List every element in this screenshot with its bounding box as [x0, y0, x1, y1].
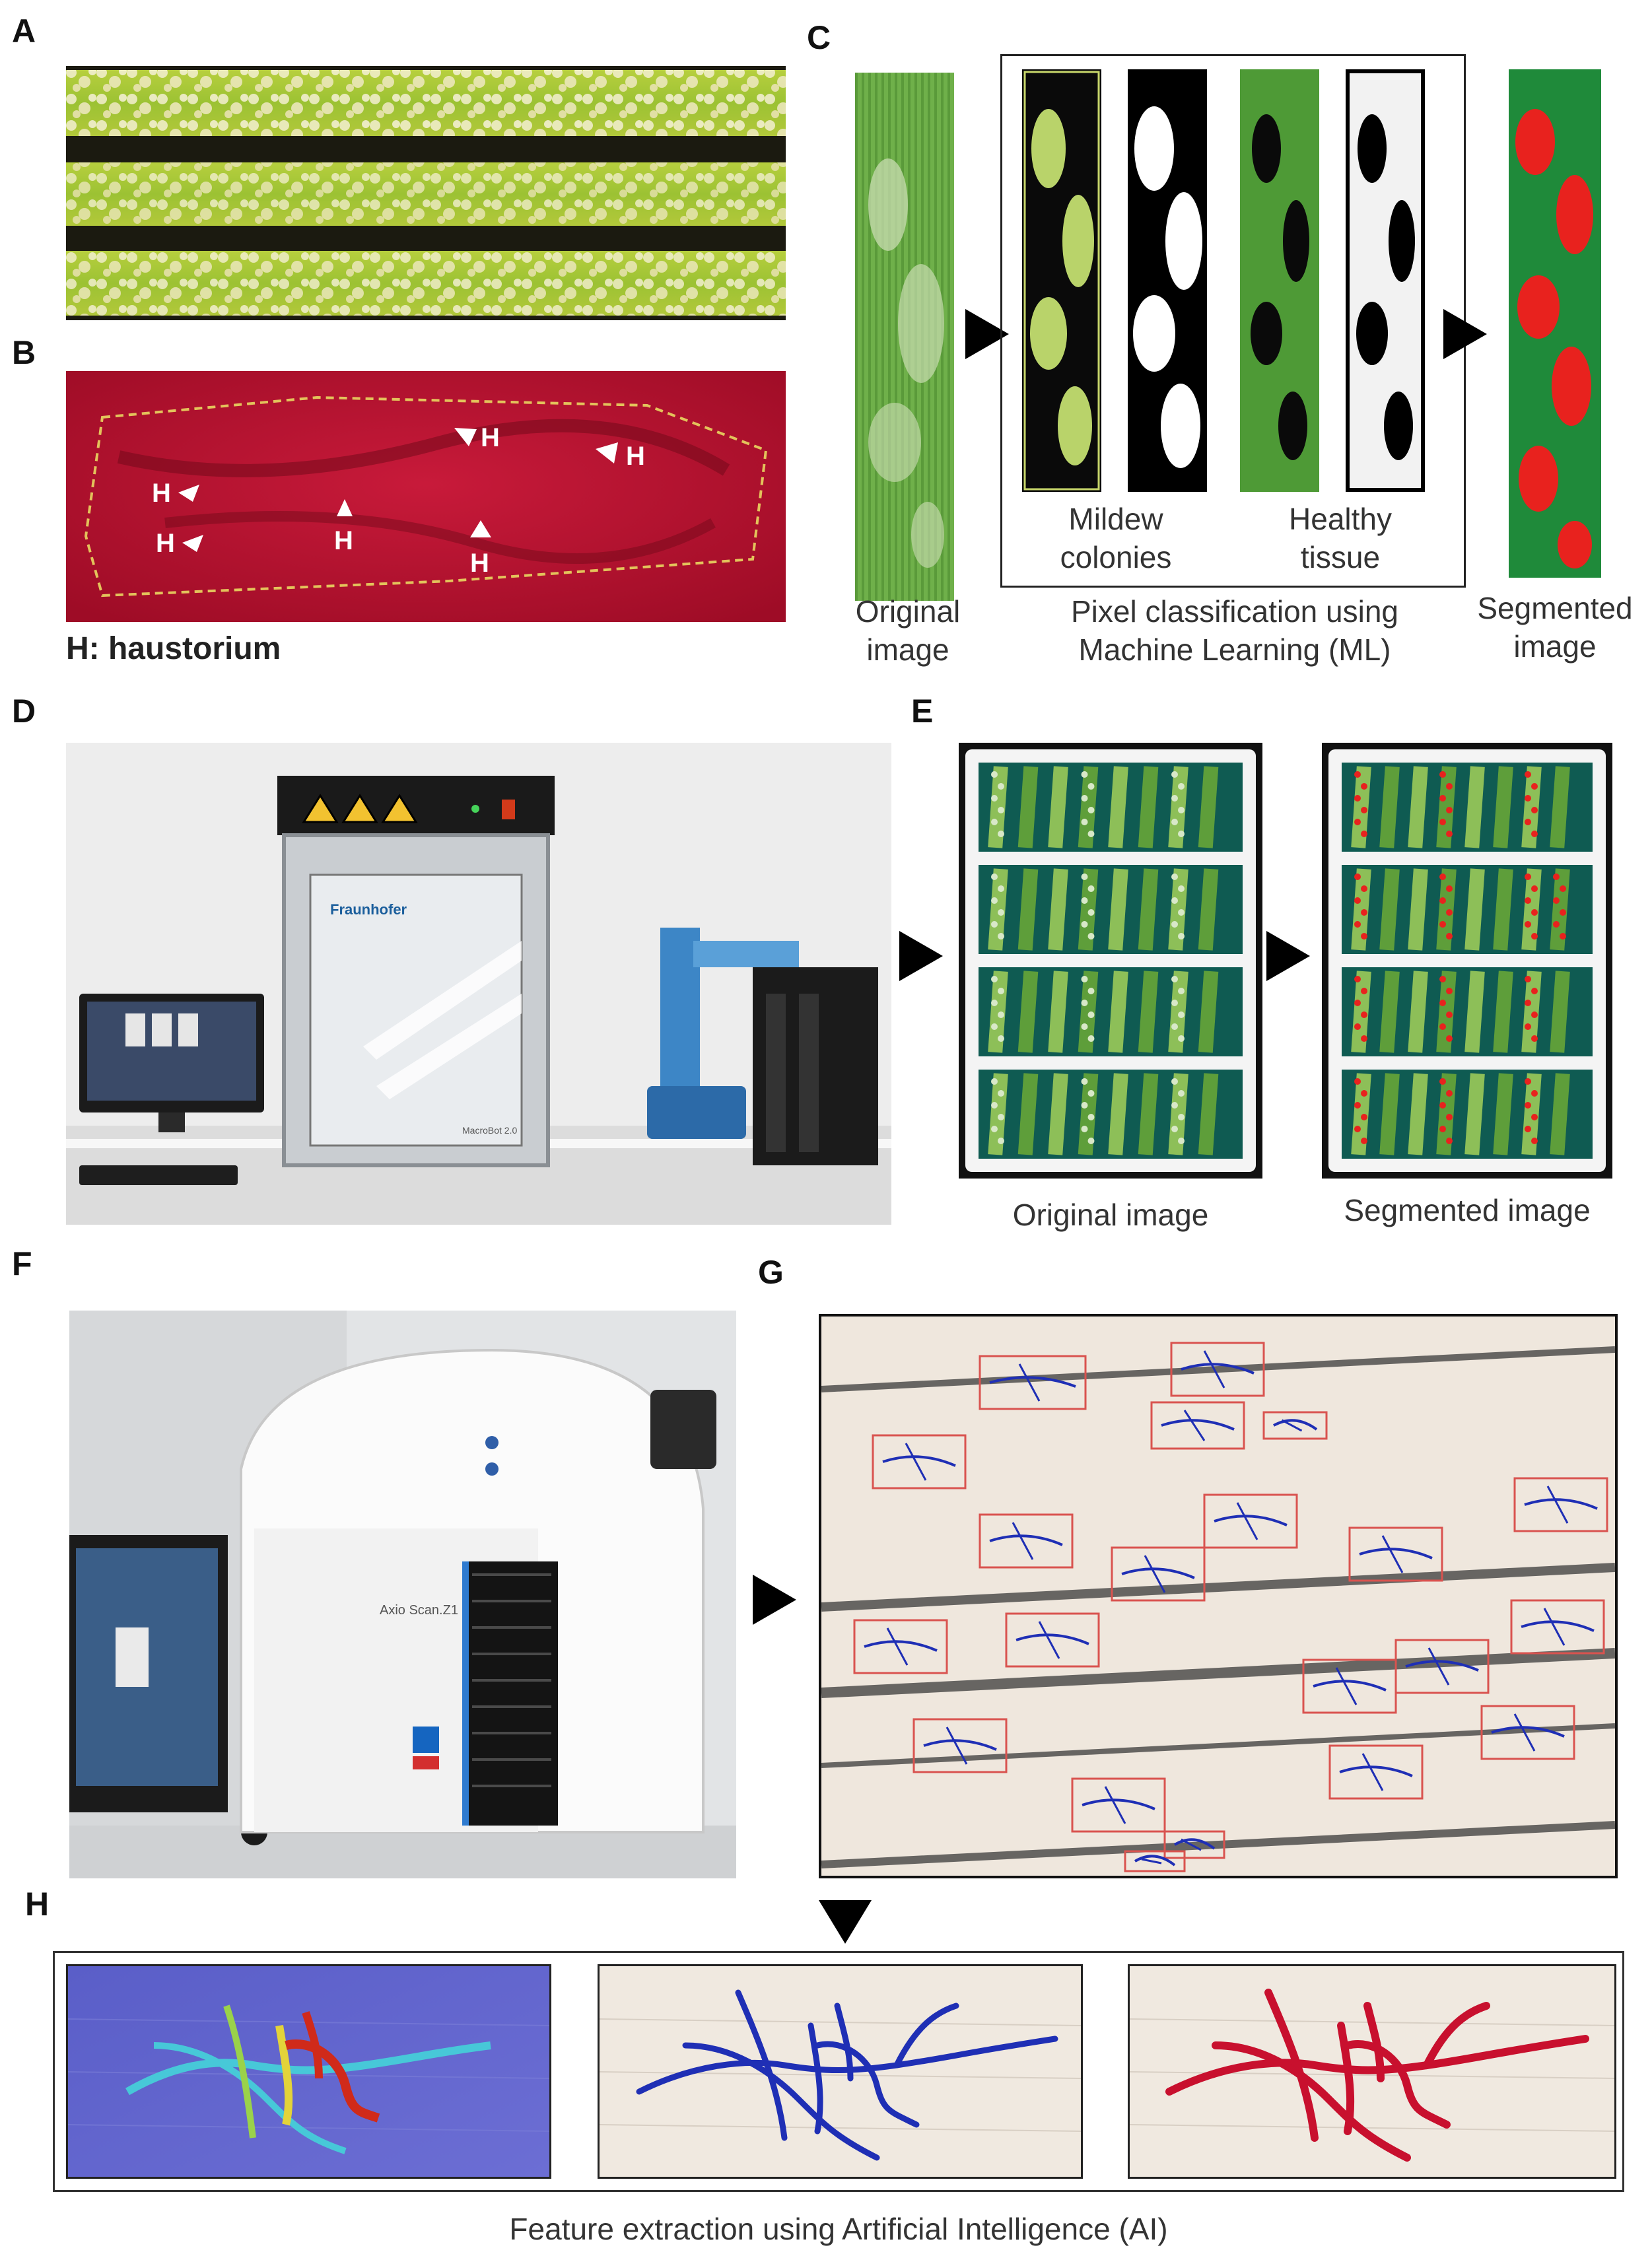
arrow-right-icon: [1443, 309, 1487, 359]
tray-row: [979, 967, 1243, 1056]
axioscan-model: Axio Scan.Z1: [380, 1603, 458, 1618]
ml-caption: Pixel classification using Machine Learn…: [1070, 594, 1398, 667]
macrobot-model: MacroBot 2.0: [462, 1125, 517, 1136]
detection-box: [1513, 1477, 1608, 1532]
segmented-leaf-image: [1509, 69, 1601, 578]
svg-text:H: H: [334, 526, 353, 555]
detection-box: [1348, 1526, 1443, 1582]
hyphae-network: [636, 1989, 1058, 2161]
mildew-mask-binary: [1128, 69, 1207, 492]
macrobot-brand: Fraunhofer: [330, 901, 407, 918]
detection-box: [1480, 1705, 1575, 1760]
macrobot-device: Fraunhofer MacroBot 2.0: [277, 776, 555, 1167]
detection-box: [1124, 1850, 1186, 1872]
arrow-right-icon: [753, 1575, 796, 1625]
panel-label-h: H: [25, 1886, 50, 1923]
heatmap-hyphae-image: [66, 1964, 551, 2179]
tray-segmented-image: [1322, 743, 1612, 1179]
mildew-colonies-caption: Mildew colonies: [1060, 502, 1172, 574]
haustorium-marker: H: [466, 518, 506, 584]
axioscan-device: Axio Scan.Z1: [240, 1348, 716, 1833]
detection-box: [1302, 1659, 1397, 1714]
svg-text:H: H: [481, 423, 500, 452]
detection-box: [1328, 1744, 1424, 1800]
svg-text:H: H: [156, 529, 175, 558]
haustorium-marker: H: [590, 437, 663, 470]
panel-label-g: G: [758, 1254, 784, 1291]
panel-a-leaf-photo: [66, 66, 786, 320]
leaf-strip-3: [66, 251, 786, 316]
detection-box: [1005, 1612, 1100, 1668]
arrow-right-icon: [899, 931, 943, 981]
hyphae-blue-image: [598, 1964, 1083, 2179]
panel-label-b: B: [12, 334, 36, 371]
segmented-image-caption: Segmented image: [1477, 591, 1633, 664]
feature-extraction-caption: Feature extraction using Artificial Inte…: [509, 2212, 1168, 2246]
leaf-strip-1: [66, 70, 786, 136]
detection-box: [1170, 1342, 1265, 1397]
arrow-down-icon: [819, 1900, 872, 1944]
detection-box: [1262, 1411, 1328, 1440]
detection-box: [872, 1434, 967, 1489]
panel-label-c: C: [807, 19, 831, 56]
original-image-caption: Original image: [855, 594, 961, 667]
macrobot-photo: Fraunhofer MacroBot 2.0: [66, 743, 891, 1225]
tray-row: [979, 1070, 1243, 1159]
panel-b-microscopy: H H H H H H: [66, 371, 786, 622]
axioscan-photo: Axio Scan.Z1: [69, 1311, 736, 1878]
detection-box: [912, 1718, 1008, 1773]
panel-label-f: F: [12, 1245, 32, 1282]
tray-original-caption: Original image: [1012, 1198, 1209, 1232]
detection-box: [979, 1513, 1074, 1569]
haustorium-marker: H: [449, 420, 522, 453]
detection-box: [1163, 1830, 1225, 1859]
haustorium-marker: H: [152, 475, 211, 508]
haustorium-legend: H: haustorium: [66, 631, 281, 666]
mildew-mask-color: [1022, 69, 1101, 492]
detection-box: [1510, 1599, 1605, 1655]
panel-label-e: E: [911, 693, 934, 730]
hyphae-red-segmented-image: [1128, 1964, 1616, 2179]
detection-box: [1150, 1401, 1245, 1450]
tray-row: [979, 865, 1243, 954]
detection-box: [1071, 1777, 1166, 1833]
haustorium-marker: H: [330, 496, 370, 556]
original-leaf-image: [855, 73, 954, 601]
panel-g-detection-image: [819, 1314, 1618, 1878]
arrow-right-icon: [1266, 931, 1310, 981]
tray-row: [979, 763, 1243, 852]
tray-row: [1342, 763, 1593, 852]
svg-text:H: H: [626, 442, 645, 470]
tray-segmented-caption: Segmented image: [1344, 1193, 1591, 1227]
panel-label-a: A: [12, 13, 36, 50]
tray-row: [1342, 1070, 1593, 1159]
tray-original-image: [959, 743, 1262, 1179]
haustorium-marker: H: [156, 526, 215, 559]
detection-box: [1203, 1493, 1298, 1549]
marker-letter: H: [152, 479, 171, 508]
detection-box: [853, 1619, 948, 1674]
detection-box: [979, 1355, 1087, 1410]
feature-extraction-box: [53, 1951, 1624, 2192]
healthy-tissue-caption: Healthy tissue: [1289, 502, 1392, 574]
detection-box: [1111, 1546, 1206, 1602]
hyphae-segmentation: [1165, 1989, 1589, 2162]
tray-row: [1342, 865, 1593, 954]
svg-text:H: H: [470, 549, 489, 578]
leaf-strip-2: [66, 162, 786, 226]
tray-row: [1342, 967, 1593, 1056]
healthy-mask-color: [1240, 69, 1319, 492]
panel-label-d: D: [12, 693, 36, 730]
healthy-mask-binary: [1346, 69, 1425, 492]
colony-outline: [84, 395, 768, 598]
